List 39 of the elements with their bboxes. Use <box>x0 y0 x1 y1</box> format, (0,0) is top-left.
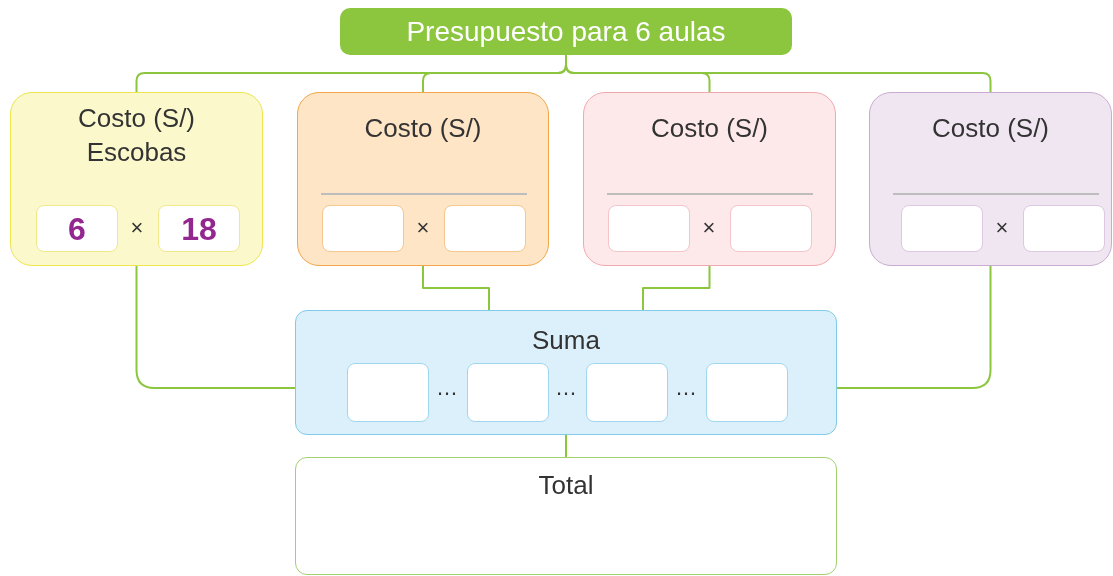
sum-card <box>295 310 837 435</box>
answer-box <box>901 205 983 252</box>
ellipsis: … <box>436 377 458 399</box>
multiply-sign: × <box>995 217 1009 239</box>
card-heading: Costo (S/) <box>931 112 1050 145</box>
answer-box <box>1023 205 1105 252</box>
card-heading: Escobas <box>85 136 188 169</box>
number-box: 18 <box>158 205 240 252</box>
card-heading: Suma <box>531 324 601 357</box>
answer-box <box>322 205 404 252</box>
connector-line <box>642 265 711 311</box>
multiply-sign: × <box>416 217 430 239</box>
cost-card <box>583 92 836 266</box>
total-card <box>295 457 837 575</box>
connector-line <box>836 265 992 389</box>
title-banner <box>340 8 792 55</box>
cost-card <box>10 92 263 266</box>
answer-box <box>706 363 788 422</box>
answer-box <box>586 363 668 422</box>
card-heading: Costo (S/) <box>650 112 769 145</box>
ellipsis: … <box>555 377 577 399</box>
multiply-sign: × <box>702 217 716 239</box>
card-heading: Total <box>537 469 595 502</box>
card-heading: Costo (S/) <box>363 112 483 145</box>
answer-box <box>730 205 812 252</box>
ellipsis: … <box>675 377 697 399</box>
connector-line <box>422 265 490 311</box>
answer-box <box>444 205 526 252</box>
cost-card <box>869 92 1112 266</box>
number-box: 6 <box>36 205 118 252</box>
cost-card <box>297 92 549 266</box>
multiply-sign: × <box>130 217 144 239</box>
connector-line <box>565 434 567 458</box>
connector-line <box>135 265 296 389</box>
title-text: Presupuesto para 6 aulas <box>406 17 726 46</box>
answer-box <box>608 205 690 252</box>
card-heading: Costo (S/) <box>77 102 196 135</box>
answer-box <box>467 363 549 422</box>
answer-box <box>347 363 429 422</box>
